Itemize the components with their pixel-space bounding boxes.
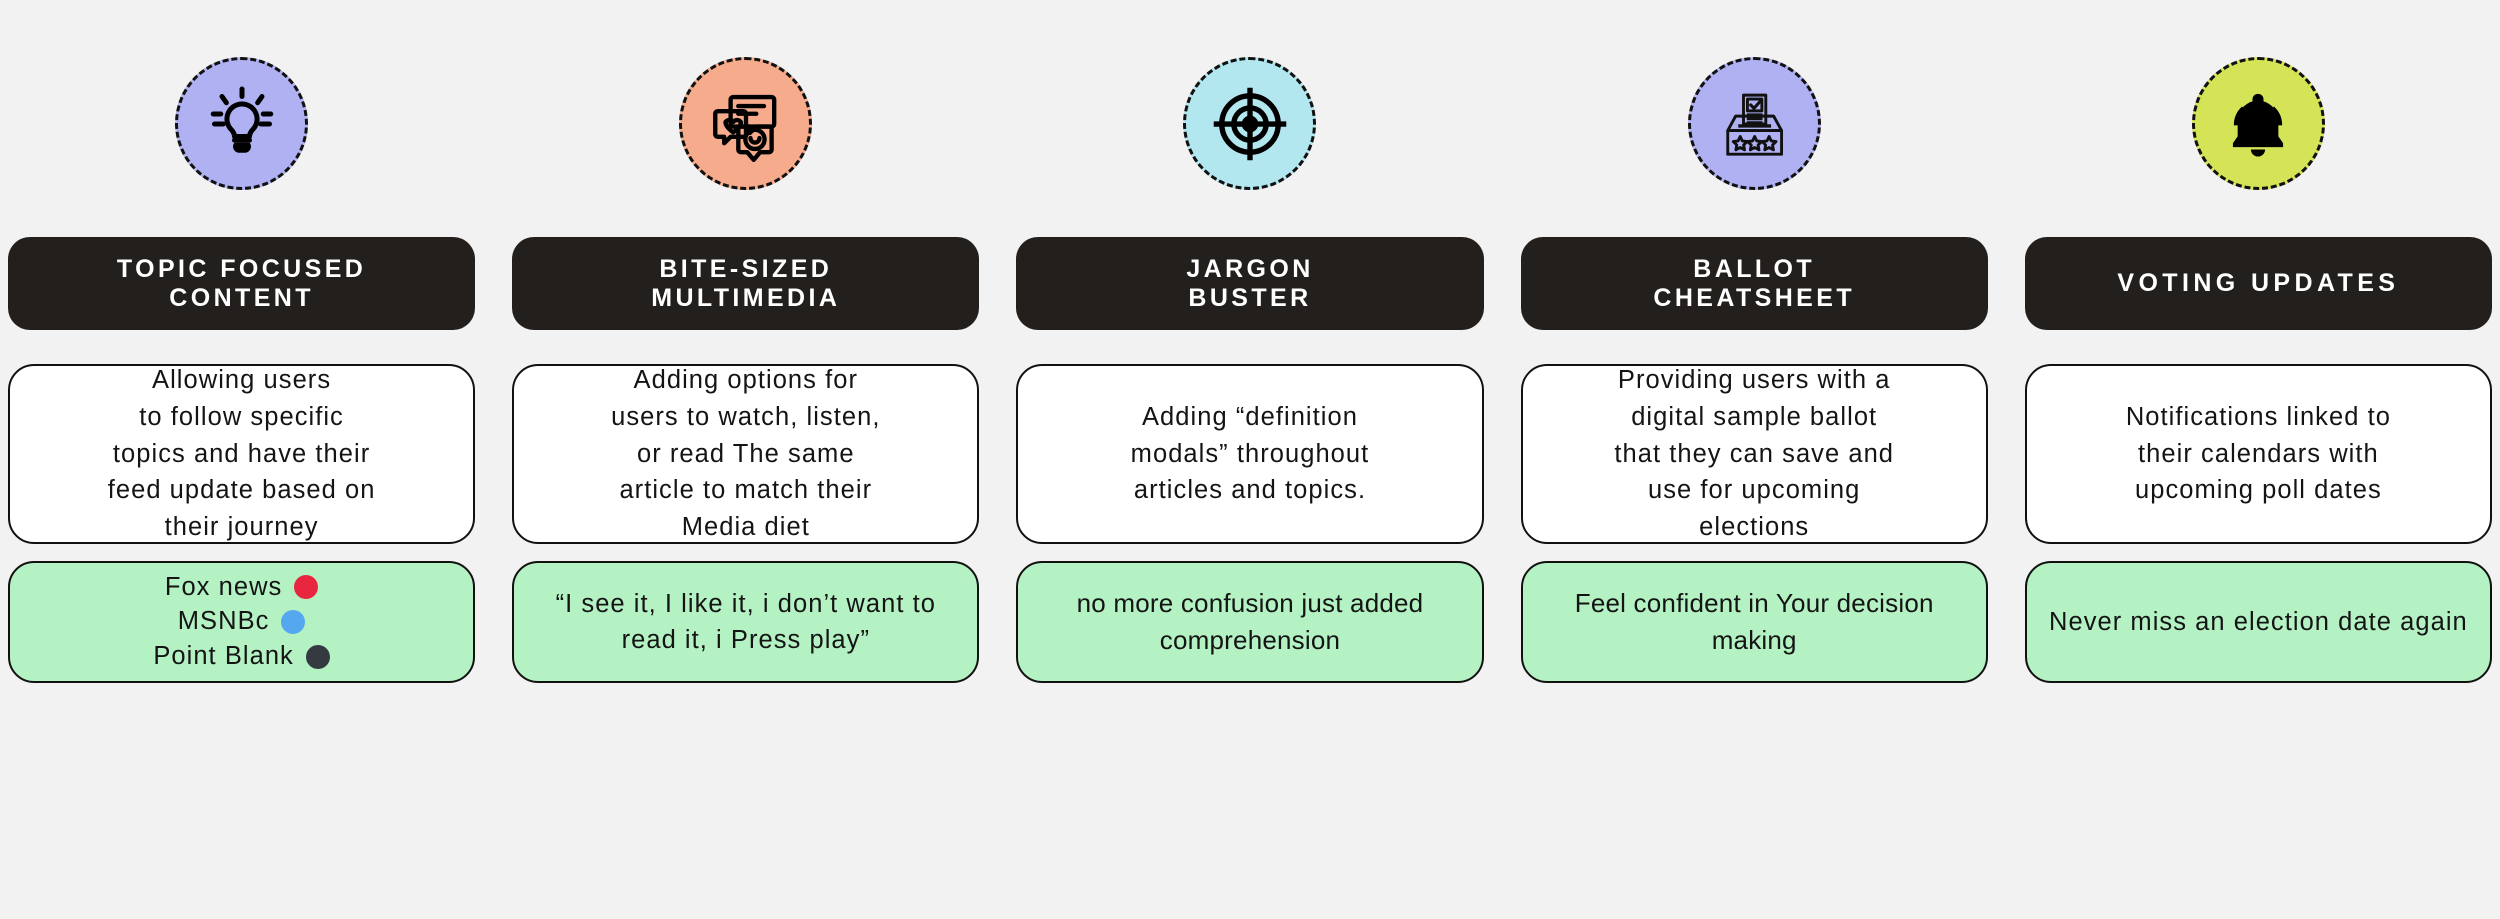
icon-slot <box>512 0 979 237</box>
chat-bubbles-icon <box>712 94 777 162</box>
icon-slot <box>1521 0 1988 237</box>
feature-column-ballot-cheatsheet: BALLOT CHEATSHEET Providing users with a… <box>1520 0 1988 919</box>
outcome-slot: “I see it, I like it, i don’t want to re… <box>512 541 980 919</box>
outcome-slot: no more confusion just added comprehensi… <box>1016 541 1484 919</box>
icon-slot <box>2025 0 2492 237</box>
icon-slot <box>8 0 475 237</box>
icon-slot <box>1016 0 1483 237</box>
source-color-dot <box>305 644 330 669</box>
feature-title: BITE-SIZED MULTIMEDIA <box>512 237 980 330</box>
source-label: Fox news <box>164 572 283 601</box>
title-slot: VOTING UPDATES <box>2024 237 2492 349</box>
feature-title: TOPIC FOCUSED CONTENT <box>8 237 476 330</box>
source-label: Point Blank <box>153 641 294 670</box>
title-slot: BITE-SIZED MULTIMEDIA <box>512 237 980 349</box>
news-source-list: Fox news MSNBc Point Blank <box>24 572 459 673</box>
list-item: Fox news <box>165 572 319 604</box>
ballot-box-icon <box>1726 93 1784 156</box>
description-slot: Adding options for users to watch, liste… <box>512 349 980 544</box>
lightbulb-icon <box>210 86 273 153</box>
title-slot: BALLOT CHEATSHEET <box>1520 237 1988 349</box>
feature-description-card: Adding “definition modals” throughout ar… <box>1016 364 1484 544</box>
title-slot: TOPIC FOCUSED CONTENT <box>8 237 476 349</box>
chat-bubbles-icon-badge <box>679 57 813 190</box>
list-item: MSNBc <box>178 606 306 638</box>
target-icon-badge <box>1183 57 1317 190</box>
feature-outcome-card: Fox news MSNBc Point Blank <box>8 561 476 683</box>
list-item: Point Blank <box>153 641 330 673</box>
feature-description-card: Allowing users to follow specific topics… <box>8 364 476 544</box>
lightbulb-icon-badge <box>175 57 309 190</box>
bell-icon <box>2233 93 2284 157</box>
feature-description-card: Adding options for users to watch, liste… <box>512 364 980 544</box>
feature-column-jargon-buster: JARGON BUSTER Adding “definition modals”… <box>1016 0 1484 919</box>
feature-description-card: Providing users with a digital sample ba… <box>1520 364 1988 544</box>
feature-column-bite-sized-multimedia: BITE-SIZED MULTIMEDIA Adding options for… <box>512 0 980 919</box>
title-slot: JARGON BUSTER <box>1016 237 1484 349</box>
target-icon <box>1213 87 1287 160</box>
source-label: MSNBc <box>177 607 270 636</box>
feature-title: BALLOT CHEATSHEET <box>1520 237 1988 330</box>
description-slot: Providing users with a digital sample ba… <box>1520 349 1988 544</box>
feature-outcome-card: Feel confident in Your decision making <box>1520 561 1988 683</box>
feature-column-voting-updates: VOTING UPDATES Notifications linked to t… <box>2024 0 2492 919</box>
outcome-slot: Feel confident in Your decision making <box>1520 541 1988 919</box>
bell-icon-badge <box>2191 57 2325 190</box>
feature-outcome-card: “I see it, I like it, i don’t want to re… <box>512 561 980 683</box>
feature-title: VOTING UPDATES <box>2024 237 2492 330</box>
description-slot: Adding “definition modals” throughout ar… <box>1016 349 1484 544</box>
description-slot: Allowing users to follow specific topics… <box>8 349 476 544</box>
description-slot: Notifications linked to their calendars … <box>2024 349 2492 544</box>
ballot-box-icon-badge <box>1687 57 1821 190</box>
feature-outcome-card: no more confusion just added comprehensi… <box>1016 561 1484 683</box>
feature-description-card: Notifications linked to their calendars … <box>2024 364 2492 544</box>
feature-title: JARGON BUSTER <box>1016 237 1484 330</box>
source-color-dot <box>281 609 306 634</box>
source-color-dot <box>294 575 319 600</box>
outcome-slot: Fox news MSNBc Point Blank <box>8 541 476 919</box>
outcome-slot: Never miss an election date again <box>2024 541 2492 919</box>
feature-column-topic-focused-content: TOPIC FOCUSED CONTENT Allowing users to … <box>8 0 476 919</box>
feature-outcome-card: Never miss an election date again <box>2024 561 2492 683</box>
